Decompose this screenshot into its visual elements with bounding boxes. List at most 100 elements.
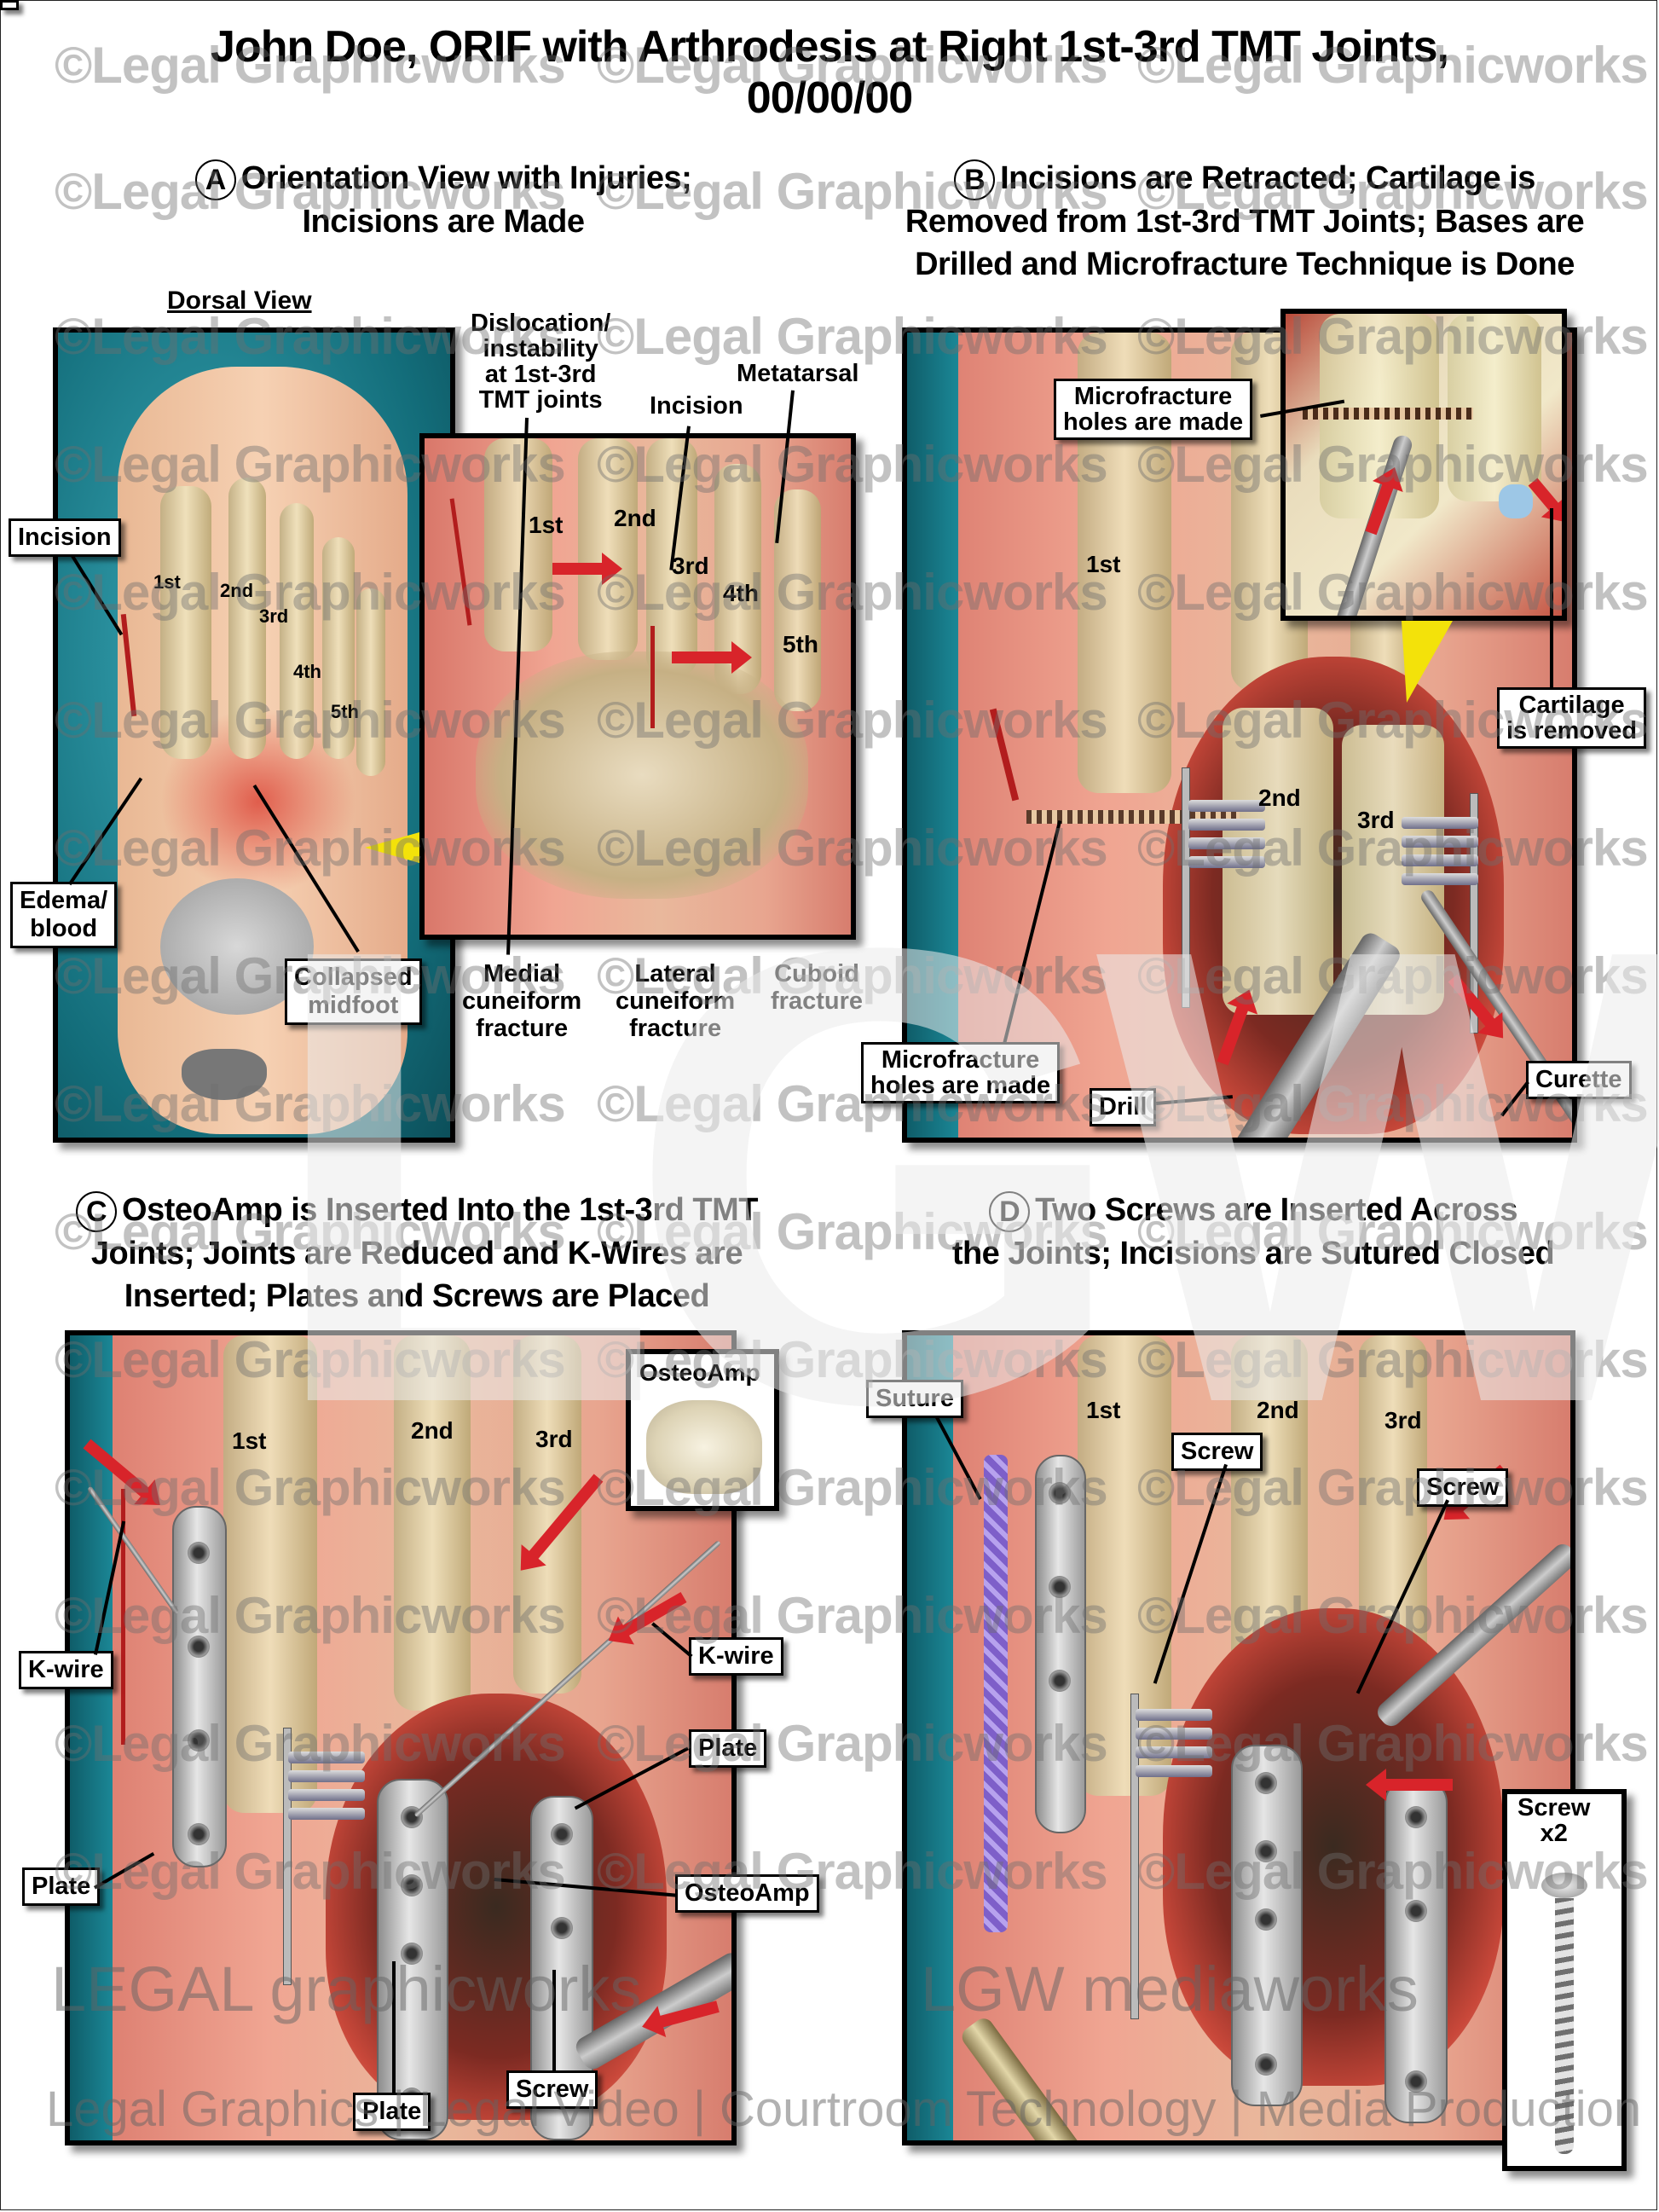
d-label-3rd: 3rd [1384, 1407, 1422, 1433]
callout-screw-bottom: Screw [506, 2070, 598, 2109]
leader-line [552, 1970, 556, 2070]
screw-head [1541, 1873, 1587, 1898]
callout-plate-right: Plate [689, 1729, 767, 1768]
suture-line [984, 1455, 1008, 1932]
dislocation-arrow-1 [552, 553, 622, 585]
bone-label-1st: 1st [153, 571, 181, 593]
c-label-1st: 1st [232, 1427, 267, 1454]
inset-label-1st: 1st [529, 512, 564, 538]
panel-a-letter: A [194, 159, 236, 200]
callout-plate-bottom: Plate [353, 2093, 431, 2131]
inset-incision-left [449, 498, 472, 626]
cuneiform-bones [476, 651, 808, 899]
retractor-right [1402, 810, 1478, 892]
retractor-left [1188, 793, 1265, 875]
panel-b-title-line3: Drilled and Microfracture Technique is D… [915, 246, 1575, 282]
retractor-d [1136, 1702, 1212, 1784]
panel-a-title-line2: Incisions are Made [302, 203, 585, 240]
callout-curette: Curette [1526, 1061, 1632, 1099]
callout-kwire-left: K-wire [19, 1651, 113, 1689]
c-label-3rd: 3rd [535, 1426, 573, 1452]
callout-screw-1: Screw [1171, 1433, 1263, 1471]
b-label-2nd: 2nd [1258, 785, 1301, 811]
screw-shaft [1555, 1898, 1574, 2154]
page-date: 00/00/00 [746, 73, 913, 123]
b-label-1st: 1st [1086, 551, 1121, 577]
panel-d-title-line2: the Joints; Incisions are Sutured Closed [951, 1235, 1555, 1271]
zoom-pointer [365, 832, 419, 863]
screw-inset [1502, 1789, 1627, 2171]
retractor-c-left [288, 1745, 365, 1827]
leader-line [392, 1961, 396, 2093]
callout-drill: Drill [1090, 1088, 1157, 1126]
screw-image-container [1507, 1873, 1621, 2154]
c-label-2nd: 2nd [411, 1417, 454, 1444]
label-dislocation: Dislocation/ instability at 1st-3rd TMT … [471, 310, 611, 414]
callout-microfracture-main: Microfracture holes are made [861, 1042, 1061, 1103]
callout-osteoamp: OsteoAmp [675, 1874, 819, 1913]
d-label-2nd: 2nd [1257, 1397, 1299, 1423]
central-plate [377, 1779, 448, 2140]
panel-b-letter: B [954, 159, 996, 200]
bone-label-5th: 5th [331, 701, 359, 722]
panel-c-title-line1: OsteoAmp is Inserted Into the 1st-3rd TM… [122, 1192, 758, 1228]
placeholder [0, 0, 19, 10]
leader-line [1550, 508, 1553, 687]
inset-label-2nd: 2nd [614, 505, 656, 531]
osteoamp-inset-label: OsteoAmp [639, 1359, 760, 1386]
open-incision-d [1163, 1608, 1504, 2086]
callout-collapsed-midfoot: Collapsed midfoot [285, 958, 422, 1025]
osteoamp-inset: OsteoAmp [626, 1349, 779, 1511]
microfracture-inset [1280, 309, 1567, 621]
callout-kwire-right: K-wire [689, 1637, 783, 1676]
callout-microfracture-inset: Microfracture holes are made [1054, 379, 1253, 440]
callout-suture: Suture [866, 1380, 963, 1418]
removed-cartilage [1499, 484, 1533, 518]
panel-c-title-line2: Joints; Joints are Reduced and K-Wires a… [90, 1235, 743, 1271]
medial-incision [989, 708, 1020, 802]
label-lateral-cuneiform: Lateral cuneiform fracture [616, 960, 736, 1042]
callout-edema: Edema/ blood [10, 882, 118, 948]
panel-d-title-line1: Two Screws are Inserted Across [1035, 1192, 1517, 1228]
bone-label-3rd: 3rd [259, 605, 289, 627]
label-cuboid-fracture: Cuboid fracture [771, 960, 863, 1015]
lateral-plate-d [1384, 1779, 1448, 2123]
inset-label-3rd: 3rd [672, 553, 709, 579]
callout-screw-x2: Screw x2 [1517, 1794, 1591, 1847]
panel-d-letter: D [989, 1190, 1031, 1232]
callout-plate-left: Plate [22, 1867, 101, 1906]
page-title: John Doe, ORIF with Arthrodesis at Right… [211, 22, 1449, 72]
central-plate-d [1231, 1745, 1303, 2106]
label-incision-a: Incision [650, 392, 743, 420]
dislocation-arrow-2 [672, 641, 752, 674]
b-label-3rd: 3rd [1357, 807, 1395, 833]
bone-label-2nd: 2nd [220, 580, 254, 601]
screw-arrow-d2 [1384, 1779, 1453, 1791]
heel-bone [182, 1049, 267, 1100]
callout-screw-2: Screw [1417, 1468, 1509, 1507]
panel-b-title-line1: Incisions are Retracted; Cartilage is [1000, 160, 1535, 196]
panel-a-title-line1: Orientation View with Injuries; [240, 160, 692, 196]
bone-label-4th: 4th [293, 661, 321, 682]
fixation-illustration: 1st 2nd 3rd [65, 1330, 737, 2145]
d-label-1st: 1st [1086, 1397, 1121, 1423]
inset-label-4th: 4th [723, 580, 759, 606]
tmt-closeup-illustration: 1st 2nd 3rd 4th 5th [419, 433, 856, 940]
label-medial-cuneiform: Medial cuneiform fracture [462, 960, 582, 1042]
inset-label-5th: 5th [783, 631, 818, 657]
inset-incision-right [650, 626, 655, 728]
incision-c [121, 1489, 125, 1745]
medial-plate-d [1035, 1455, 1086, 1833]
callout-incision-a: Incision [9, 518, 121, 557]
panel-c-title-line3: Inserted; Plates and Screws are Placed [124, 1277, 710, 1314]
osteoamp-graft [646, 1400, 762, 1494]
callout-cartilage-removed: Cartilage is removed [1497, 687, 1647, 749]
dorsal-view-label: Dorsal View [167, 287, 312, 315]
panel-c-letter: C [76, 1190, 118, 1232]
medial-plate [172, 1506, 227, 1867]
needle-holder [958, 2014, 1117, 2140]
